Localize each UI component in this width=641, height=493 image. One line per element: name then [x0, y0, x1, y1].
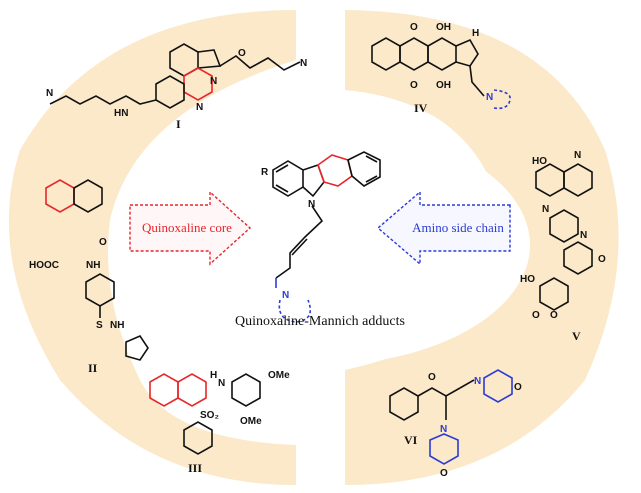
compound-V-label: V [572, 329, 581, 343]
cmpd5-ho2: HO [520, 274, 535, 285]
cmpd3-n: N [218, 378, 225, 389]
compound-VI-label: VI [404, 433, 418, 447]
compound-I: N N O N HN N I [46, 43, 307, 131]
cmpd5-o2: O [550, 310, 558, 321]
compound-I-label: I [176, 117, 181, 131]
cmpd1-n3: N [300, 58, 307, 69]
cmpd6-o2: O [440, 468, 448, 479]
background-crescents [8, 10, 619, 485]
compound-III-label: III [188, 461, 202, 475]
cmpd3-ome2: OMe [240, 416, 262, 427]
cmpd1-n1: N [196, 102, 203, 113]
cmpd2-s: S [96, 320, 103, 331]
left-crescent [8, 10, 296, 485]
cmpd6-o: O [428, 372, 436, 383]
amine-n-label: N [282, 290, 289, 301]
cmpd1-n4: N [46, 88, 53, 99]
left-arrow: Quinoxaline core [129, 190, 252, 266]
cmpd1-o: O [238, 48, 246, 59]
cmpd5-n-amine: N [574, 150, 581, 161]
compound-II-label: II [88, 361, 98, 375]
cmpd2-nh2: NH [110, 320, 124, 331]
indole-n-label: N [308, 199, 315, 210]
cmpd4-oh2: OH [436, 80, 451, 91]
cmpd6-n2: N [440, 424, 447, 435]
cmpd5-n1: N [542, 204, 549, 215]
center-title: Quinoxaline-Mannich adducts [235, 314, 405, 329]
cmpd3-ome1: OMe [268, 370, 290, 381]
compound-V: HO N N N O HO O O V [520, 150, 606, 343]
cmpd4-o2: O [410, 80, 418, 91]
left-arrow-label: Quinoxaline core [142, 220, 232, 235]
cmpd4-oh1: OH [436, 22, 451, 33]
compound-VI: O N O N O VI [389, 369, 522, 479]
right-arrow-label: Amino side chain [412, 220, 504, 235]
cmpd4-o1: O [410, 22, 418, 33]
cmpd1-hn: HN [114, 108, 128, 119]
cmpd6-o1: O [514, 382, 522, 393]
compound-II: HOOC O NH S NH II [29, 179, 149, 375]
cmpd3-so2: SO₂ [200, 410, 219, 421]
right-arrow: Amino side chain [376, 190, 511, 266]
right-crescent [345, 10, 619, 485]
cmpd5-o3: O [532, 310, 540, 321]
r-group-label: R [261, 167, 269, 178]
cmpd1-n2: N [210, 76, 217, 87]
cmpd5-ho: HO [532, 156, 547, 167]
compound-IV: O O OH OH H N IV [371, 22, 511, 115]
cmpd2-o: O [99, 237, 107, 248]
cmpd5-o1: O [598, 254, 606, 265]
cmpd4-h: H [472, 28, 479, 39]
compound-III: H N OMe OMe SO₂ III [149, 370, 290, 475]
cmpd5-n2: N [580, 230, 587, 241]
cmpd6-n1: N [474, 376, 481, 387]
central-molecule: R N N [261, 151, 381, 323]
cmpd2-nh: NH [86, 260, 100, 271]
cmpd4-n: N [486, 92, 493, 103]
cmpd2-hooc: HOOC [29, 260, 59, 271]
compound-IV-label: IV [414, 101, 428, 115]
cmpd3-h: H [210, 370, 217, 381]
center-ellipse [110, 125, 530, 365]
